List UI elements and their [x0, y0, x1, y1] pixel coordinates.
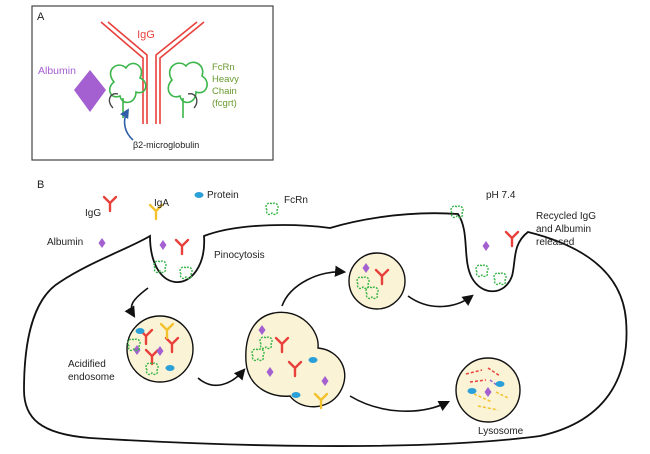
recycled-label-line-2: and Albumin — [536, 224, 591, 235]
recycled-label-line-1: Recycled IgG — [536, 211, 596, 222]
legend-igg-icon — [102, 195, 118, 213]
lysosome-debris — [465, 367, 509, 411]
arrow-to-sorting — [197, 368, 246, 387]
legend-albumin-label: Albumin — [47, 237, 83, 248]
pocket-albumin — [159, 240, 167, 250]
panel-b-letter: B — [37, 179, 44, 191]
release-albumin — [482, 241, 490, 251]
endo-protein-2 — [165, 365, 175, 371]
pocket-igg — [174, 238, 190, 256]
igg-antibody-shape — [100, 21, 205, 124]
cell-membrane — [23, 212, 628, 447]
legend-albumin-icon — [98, 238, 106, 248]
acidified-label-line-1: Acidified — [68, 359, 106, 370]
b2m-label: β2-microglobulin — [133, 140, 199, 150]
release-fcrn-1 — [475, 264, 489, 278]
lyso-protein-1 — [467, 388, 477, 394]
fcrn-label-line-4: (fcgrt) — [212, 98, 237, 109]
release-fcrn-top — [450, 205, 464, 219]
acidified-label-line-2: endosome — [68, 372, 115, 383]
panel-a: A IgG Albumin FcRn Heavy Chain — [31, 5, 274, 161]
legend-protein-icon — [194, 192, 204, 198]
b2m-arrow — [119, 108, 134, 141]
fcrn-label-line-3: Chain — [212, 86, 237, 97]
legend-fcrn-icon — [265, 202, 279, 216]
legend-fcrn-label: FcRn — [284, 195, 308, 206]
pinocytosis-label: Pinocytosis — [214, 250, 265, 261]
release-fcrn-2 — [493, 272, 507, 286]
arrow-to-release — [407, 294, 474, 308]
albumin-label: Albumin — [38, 65, 76, 77]
legend-iga-label: IgA — [154, 198, 169, 209]
fcrn-label-line-1: FcRn — [212, 62, 235, 73]
panel-a-frame — [31, 5, 274, 161]
sort-protein-1 — [308, 357, 318, 363]
sorting-endosome — [245, 311, 346, 408]
legend-protein-label: Protein — [207, 190, 239, 201]
legend-igg-label: IgG — [85, 208, 101, 219]
lysosome-label: Lysosome — [478, 426, 524, 437]
fcrn-heavy-chain-label: FcRn Heavy Chain (fcgrt) — [212, 62, 239, 109]
ph-label: pH 7.4 — [486, 190, 516, 201]
arrow-to-endosome — [124, 287, 149, 318]
arrow-to-recycling — [281, 265, 347, 307]
panel-a-letter: A — [37, 11, 45, 23]
igg-label: IgG — [137, 29, 155, 41]
panel-b: B IgG IgA Protein FcRn Albumin Pinocytos… — [23, 179, 628, 447]
sort-protein-2 — [291, 392, 301, 398]
recycled-label-line-3: released — [536, 237, 574, 248]
lyso-protein-2 — [495, 381, 505, 387]
release-igg — [504, 230, 520, 248]
arrow-to-lysosome — [349, 395, 451, 412]
albumin-shape — [74, 70, 106, 112]
endo-protein-1 — [135, 328, 145, 334]
fcrn-label-line-2: Heavy — [212, 74, 239, 85]
fcrn-right-shape — [167, 61, 208, 118]
b2m-left-shape — [108, 93, 119, 109]
b2m-right-shape — [187, 93, 198, 109]
recycling-vesicle — [348, 252, 406, 310]
